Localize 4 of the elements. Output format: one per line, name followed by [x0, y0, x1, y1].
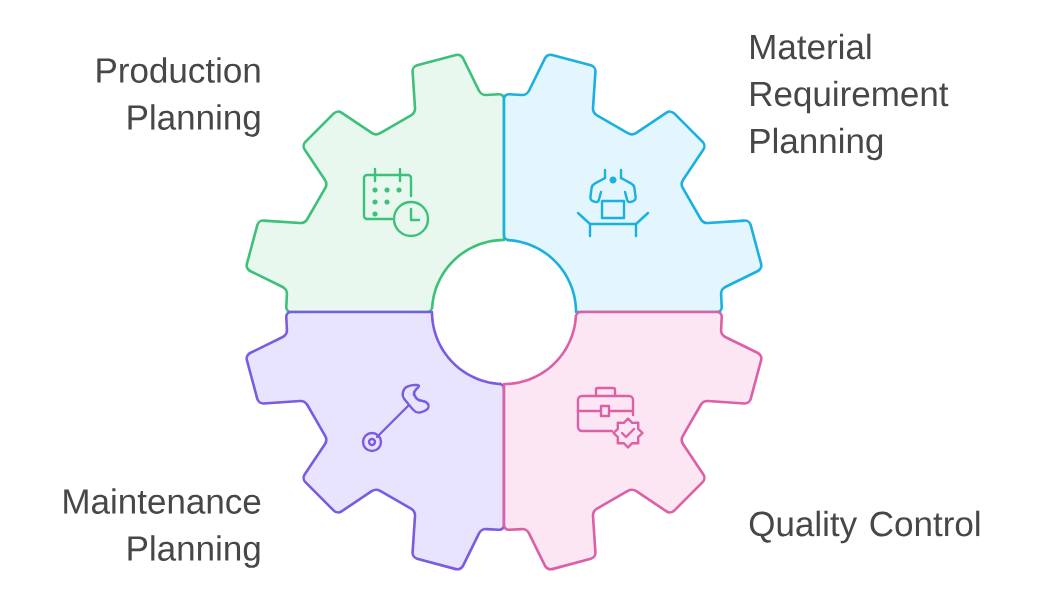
node-label: Material Requirement Planning — [751, 33, 949, 161]
node-label: Quality Control — [749, 510, 980, 544]
node-label: Maintenance Planning — [64, 488, 261, 568]
node-label: Production Planning — [97, 57, 260, 137]
